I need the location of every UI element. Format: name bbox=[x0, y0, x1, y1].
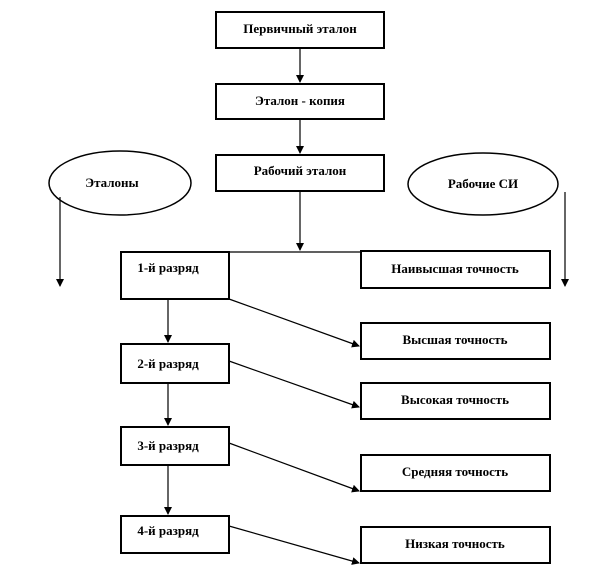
accuracy-medium: Средняя точность bbox=[360, 454, 551, 492]
node-working-standard-label: Рабочий эталон bbox=[254, 163, 347, 178]
accuracy-higher-label: Высшая точность bbox=[402, 332, 507, 347]
node-working-standard: Рабочий эталон bbox=[215, 154, 385, 192]
grade-1: 1-й разряд bbox=[120, 251, 230, 300]
node-copy-standard-label: Эталон - копия bbox=[255, 93, 345, 108]
grade-2-label: 2-й разряд bbox=[137, 356, 199, 371]
accuracy-high: Высокая точность bbox=[360, 382, 551, 420]
arrow-grade2-to-high-accuracy bbox=[228, 360, 360, 409]
grade-3-label: 3-й разряд bbox=[137, 438, 199, 453]
group-working-instruments-label: Рабочие СИ bbox=[448, 176, 518, 191]
group-etalons: Эталоны bbox=[48, 150, 192, 216]
node-primary-standard: Первичный эталон bbox=[215, 11, 385, 49]
grade-4: 4-й разряд bbox=[120, 515, 230, 554]
grade-1-label: 1-й разряд bbox=[137, 260, 199, 275]
arrow-grade1-to-higher-accuracy bbox=[228, 298, 360, 348]
accuracy-low: Низкая точность bbox=[360, 526, 551, 564]
grade-2: 2-й разряд bbox=[120, 343, 230, 384]
accuracy-low-label: Низкая точность bbox=[405, 536, 505, 551]
arrow-grade3-to-medium-accuracy bbox=[228, 442, 360, 493]
accuracy-highest: Наивысшая точность bbox=[360, 250, 551, 289]
accuracy-highest-label: Наивысшая точность bbox=[391, 261, 519, 276]
accuracy-high-label: Высокая точность bbox=[401, 392, 509, 407]
accuracy-higher: Высшая точность bbox=[360, 322, 551, 360]
grade-4-label: 4-й разряд bbox=[137, 523, 199, 538]
accuracy-medium-label: Средняя точность bbox=[402, 464, 508, 479]
group-etalons-label: Эталоны bbox=[85, 175, 138, 190]
group-working-instruments: Рабочие СИ bbox=[407, 152, 559, 216]
grade-3: 3-й разряд bbox=[120, 426, 230, 466]
node-copy-standard: Эталон - копия bbox=[215, 83, 385, 120]
node-primary-standard-label: Первичный эталон bbox=[243, 21, 357, 36]
arrow-grade4-to-low-accuracy bbox=[228, 525, 360, 565]
